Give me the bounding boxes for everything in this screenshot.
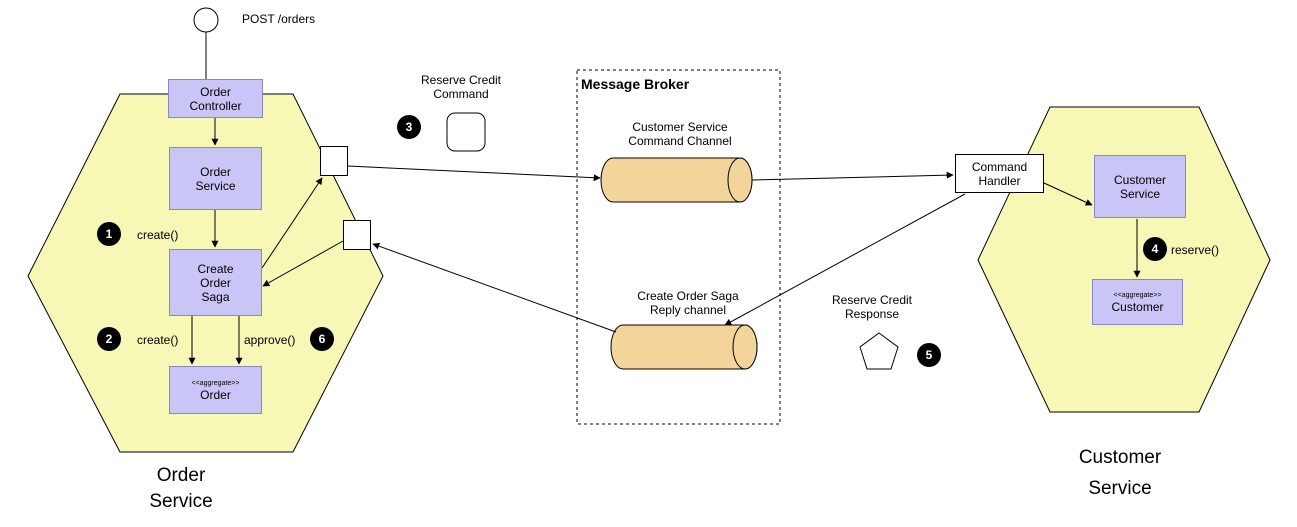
order-aggregate-box[interactable]: <<aggregate>> Order	[169, 366, 262, 414]
step-4-badge: 4	[1143, 237, 1167, 261]
step-2-badge: 2	[97, 327, 121, 351]
endpoint-label: POST /orders	[242, 12, 316, 26]
step-6-badge: 6	[310, 327, 334, 351]
customer-service-caption-1: Customer	[1078, 447, 1162, 468]
step-1-label: create()	[137, 228, 179, 242]
customer-aggregate-box[interactable]: <<aggregate>> Customer	[1092, 279, 1183, 325]
endpoint-circle	[193, 7, 219, 33]
command-channel-cylinder	[600, 157, 753, 203]
reply-channel-cylinder	[610, 324, 758, 370]
create-order-saga-box[interactable]: Create Order Saga	[169, 249, 262, 316]
reply-channel-label: Create Order Saga Reply channel	[637, 289, 739, 317]
message-broker-title: Message Broker	[581, 76, 690, 92]
step-4-label: reserve()	[1171, 243, 1220, 257]
customer-aggregate-label: Customer	[1111, 299, 1164, 314]
customer-service-caption-2: Service	[1088, 478, 1152, 499]
customer-service-box[interactable]: Customer Service	[1094, 155, 1186, 218]
step-2-label: create()	[137, 333, 179, 347]
order-aggregate-stereotype: <<aggregate>>	[191, 379, 240, 387]
outbound-command-port	[320, 146, 348, 176]
command-title: Reserve Credit Command	[420, 73, 502, 101]
step-3-badge: 3	[397, 115, 421, 139]
step-6-label: approve()	[244, 333, 296, 347]
command-handler-box[interactable]: Command Handler	[955, 154, 1044, 193]
customer-service-hexagon	[977, 106, 1271, 413]
order-service-caption-2: Service	[149, 491, 213, 512]
order-service-caption-1: Order	[156, 465, 206, 486]
message-broker-boundary	[576, 69, 781, 425]
order-aggregate-label: Order	[200, 387, 231, 402]
step-1-badge: 1	[97, 222, 121, 246]
order-service-box[interactable]: Order Service	[169, 147, 262, 210]
step-5-badge: 5	[917, 343, 941, 367]
inbound-reply-port	[343, 220, 371, 250]
response-message-icon	[859, 332, 899, 370]
command-channel-label: Customer Service Command Channel	[628, 120, 732, 148]
customer-aggregate-stereotype: <<aggregate>>	[1113, 291, 1162, 299]
order-controller-box[interactable]: Order Controller	[168, 79, 263, 118]
command-message-icon	[446, 112, 486, 152]
response-title: Reserve Credit Response	[831, 293, 913, 321]
